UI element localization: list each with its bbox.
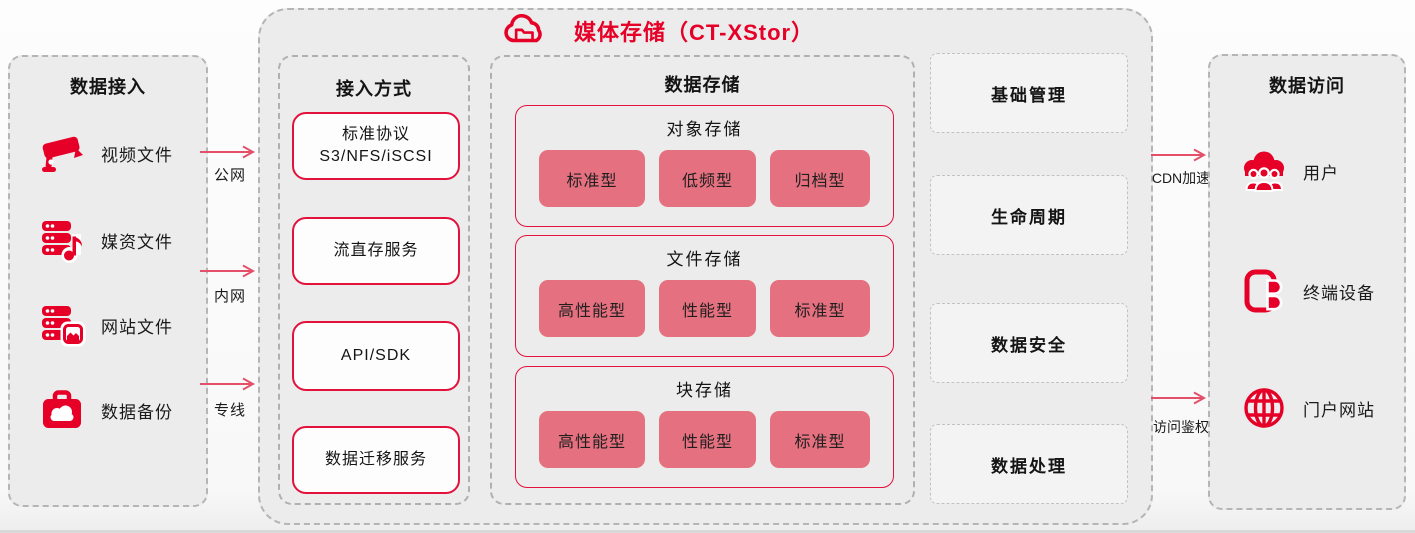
access-item-device: 终端设备 xyxy=(1240,267,1375,315)
access-item-label: 终端设备 xyxy=(1303,283,1375,303)
access-item-users: 用户 xyxy=(1240,147,1339,195)
page-title: 媒体存储（CT-XStor） xyxy=(574,20,815,45)
ingress-panel: 数据接入 视频文件 xyxy=(8,55,208,507)
storage-group-title: 块存储 xyxy=(676,381,733,400)
management-box-lifecycle: 生命周期 xyxy=(930,175,1128,255)
storage-tier: 标准型 xyxy=(770,280,870,337)
egress-arrow-cdn xyxy=(1151,148,1207,162)
access-item-label: 用户 xyxy=(1303,163,1339,183)
cloud-folder-icon xyxy=(502,10,548,53)
bottom-edge-strip xyxy=(0,530,1415,533)
storage-tier: 性能型 xyxy=(659,411,756,468)
ingress-arrow-2 xyxy=(200,264,256,278)
ingress-item-media: 媒资文件 xyxy=(38,216,173,264)
data-storage-panel: 数据存储 对象存储 标准型 低频型 归档型 文件存储 高性能型 性能型 标准型 … xyxy=(490,55,915,505)
ingress-arrow-1 xyxy=(200,145,256,159)
ingress-arrow-3 xyxy=(200,377,256,391)
storage-tier: 高性能型 xyxy=(539,280,645,337)
globe-icon xyxy=(1240,384,1288,432)
access-methods-title: 接入方式 xyxy=(336,79,412,99)
access-methods-panel: 接入方式 标准协议 S3/NFS/iSCSI 流直存服务 API/SDK 数据迁… xyxy=(278,55,470,505)
access-method-line: S3/NFS/iSCSI xyxy=(319,148,433,165)
ingress-link-label: 公网 xyxy=(213,167,246,184)
ingress-link-label: 内网 xyxy=(213,288,246,305)
storage-tier: 性能型 xyxy=(659,280,756,337)
access-item-portal: 门户网站 xyxy=(1240,384,1375,432)
storage-tier: 标准型 xyxy=(539,150,645,207)
access-method-line: 数据迁移服务 xyxy=(324,451,427,469)
ingress-link-label: 专线 xyxy=(213,402,246,419)
media-server-icon xyxy=(38,216,86,264)
ingress-item-label: 网站文件 xyxy=(101,317,173,337)
access-method-box: 流直存服务 xyxy=(292,217,460,285)
egress-link-label: CDN加速 xyxy=(1151,170,1211,186)
management-box-basic: 基础管理 xyxy=(930,53,1128,133)
ingress-panel-title: 数据接入 xyxy=(70,77,146,97)
storage-group-block: 块存储 高性能型 性能型 标准型 xyxy=(515,366,894,488)
access-panel: 数据访问 xyxy=(1208,54,1406,510)
storage-group-object: 对象存储 标准型 低频型 归档型 xyxy=(515,105,894,227)
access-method-line: API/SDK xyxy=(340,347,412,365)
egress-link-label: 访问鉴权 xyxy=(1153,419,1209,435)
storage-group-title: 对象存储 xyxy=(666,120,743,139)
management-box-security: 数据安全 xyxy=(930,303,1128,383)
storage-tier: 归档型 xyxy=(770,150,870,207)
ingress-item-label: 媒资文件 xyxy=(101,232,173,252)
backup-bag-icon xyxy=(38,386,86,434)
ingress-item-web: 网站文件 xyxy=(38,301,173,349)
access-item-label: 门户网站 xyxy=(1303,400,1375,420)
diagram-header: 媒体存储（CT-XStor） xyxy=(502,10,814,52)
cctv-camera-icon xyxy=(38,129,86,177)
data-storage-title: 数据存储 xyxy=(664,75,741,95)
device-icon xyxy=(1240,267,1288,315)
storage-tier: 高性能型 xyxy=(539,411,645,468)
access-method-box: 标准协议 S3/NFS/iSCSI xyxy=(292,112,460,180)
ingress-item-video: 视频文件 xyxy=(38,129,173,177)
access-method-line: 流直存服务 xyxy=(333,242,419,260)
storage-tier: 低频型 xyxy=(659,150,756,207)
access-panel-title: 数据访问 xyxy=(1269,76,1345,96)
access-method-box: 数据迁移服务 xyxy=(292,426,460,494)
ingress-item-label: 数据备份 xyxy=(101,402,173,422)
access-method-box: API/SDK xyxy=(292,321,460,391)
web-server-icon xyxy=(38,301,86,349)
ingress-item-backup: 数据备份 xyxy=(38,386,173,434)
users-icon xyxy=(1240,147,1288,195)
egress-arrow-auth xyxy=(1151,391,1207,405)
storage-group-file: 文件存储 高性能型 性能型 标准型 xyxy=(515,235,894,357)
ingress-item-label: 视频文件 xyxy=(101,145,173,165)
access-method-line: 标准协议 xyxy=(341,126,410,144)
management-box-processing: 数据处理 xyxy=(930,424,1128,504)
storage-tier: 标准型 xyxy=(770,411,870,468)
storage-group-title: 文件存储 xyxy=(666,250,743,269)
